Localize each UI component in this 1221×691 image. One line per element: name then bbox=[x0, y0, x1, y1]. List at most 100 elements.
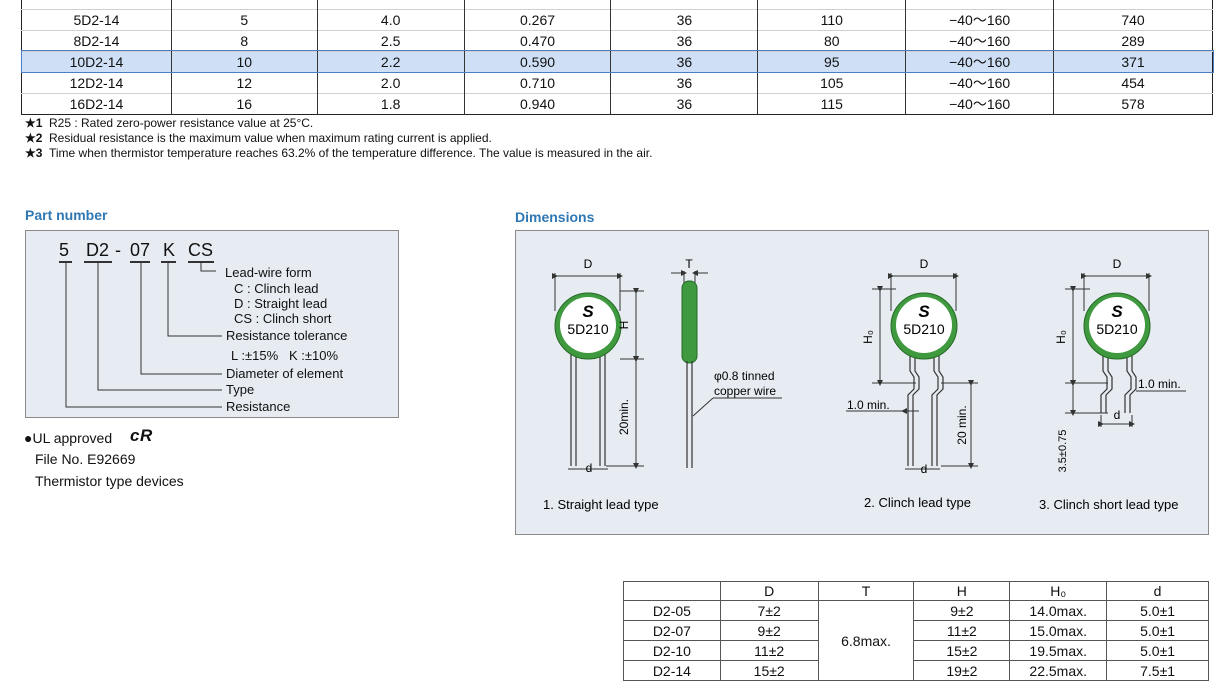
note-text: Residual resistance is the maximum value… bbox=[49, 131, 492, 145]
cell: 16 bbox=[170, 92, 318, 114]
svg-text:R: R bbox=[140, 426, 153, 444]
logo-s-clinch: S bbox=[918, 302, 930, 321]
note-text: Time when thermistor temperature reaches… bbox=[49, 146, 653, 160]
spec-table: 5D2-14 5 4.0 0.267 36 110 −40～160 740 8D… bbox=[20, 0, 1214, 115]
caption-clinch: 2. Clinch lead type bbox=[864, 495, 971, 510]
caption-straight: 1. Straight lead type bbox=[543, 497, 659, 512]
wire-spec-line2: copper wire bbox=[714, 384, 776, 398]
cell: 19±2 bbox=[913, 660, 1011, 681]
label-1min-clinch: 1.0 min. bbox=[847, 398, 890, 412]
cell: 105 bbox=[757, 71, 906, 93]
cell: 10 bbox=[170, 50, 318, 72]
table-row: D2-14 15±2 19±2 22.5max. 7.5±1 bbox=[623, 660, 1209, 681]
cell-part: 12D2-14 bbox=[21, 71, 172, 93]
code-lead-form: CS bbox=[188, 240, 214, 260]
cell-part: 5D2-14 bbox=[21, 8, 172, 30]
dimensions-panel: S 5D210 D H 20min. d 1. Straight lead ty… bbox=[515, 230, 1209, 535]
cell-part: 10D2-14 bbox=[21, 50, 172, 72]
tolerance-label: Resistance tolerance bbox=[226, 328, 348, 343]
table-row-cut bbox=[21, 0, 1213, 9]
dimensions-title: Dimensions bbox=[515, 209, 595, 225]
cell: −40～160 bbox=[905, 29, 1054, 51]
cell: 371 bbox=[1053, 50, 1213, 72]
wire-spec-line1: φ0.8 tinned bbox=[714, 369, 775, 383]
label-20min: 20min. bbox=[617, 399, 631, 435]
table-header-row: D T H H₀ d bbox=[623, 581, 1209, 601]
cell-t-merged: 6.8max. bbox=[817, 600, 915, 681]
cell: 11±2 bbox=[719, 640, 819, 661]
cell-part: 16D2-14 bbox=[21, 92, 172, 114]
table-row: 5D2-14 5 4.0 0.267 36 110 −40～160 740 bbox=[21, 8, 1213, 30]
note-mark: ★1 bbox=[25, 116, 43, 130]
dimensions-drawing: S 5D210 D H 20min. d 1. Straight lead ty… bbox=[543, 257, 1186, 512]
clinch-short-option: CS : Clinch short bbox=[234, 311, 332, 326]
dimensions-table: D T H H₀ d D2-05 7±2 6.8max. 9±2 14.0max… bbox=[623, 581, 1209, 681]
cell-name: D2-14 bbox=[623, 660, 721, 681]
cell: 14.0max. bbox=[1009, 600, 1108, 621]
cell: 7±2 bbox=[719, 600, 819, 621]
code-resistance: 5 bbox=[59, 240, 70, 260]
note-3: ★3 Time when thermistor temperature reach… bbox=[25, 146, 652, 160]
element-marking-clinch: 5D210 bbox=[903, 321, 944, 337]
ul-devices: Thermistor type devices bbox=[35, 473, 184, 489]
clinch-lead-diagram bbox=[846, 273, 978, 470]
cell: 740 bbox=[1053, 8, 1213, 30]
note-mark: ★3 bbox=[25, 146, 43, 160]
label-d-lower-short: d bbox=[1114, 408, 1121, 422]
cell: 5.0±1 bbox=[1106, 600, 1209, 621]
cell: 36 bbox=[610, 92, 758, 114]
cell: 7.5±1 bbox=[1106, 660, 1209, 681]
cell: 36 bbox=[610, 8, 758, 30]
cell: 0.710 bbox=[463, 71, 611, 93]
table-row-selected[interactable]: 10D2-14 10 2.2 0.590 36 95 −40～160 371 bbox=[20, 50, 1214, 73]
cell: 15.0max. bbox=[1009, 620, 1108, 641]
cell: 2.2 bbox=[316, 50, 465, 72]
label-h0-clinch: H₀ bbox=[861, 330, 875, 344]
header-cell: D bbox=[719, 581, 819, 601]
cell: 19.5max. bbox=[1009, 640, 1108, 661]
cell: 0.940 bbox=[463, 92, 611, 114]
ul-file-number: File No. E92669 bbox=[35, 451, 136, 467]
cell: 9±2 bbox=[719, 620, 819, 641]
code-diameter: 07 bbox=[130, 240, 151, 260]
straight-lead-diagram bbox=[552, 273, 644, 470]
part-number-panel: 5 D2 - 07 K CS Lead-wire form C : Clinch… bbox=[25, 230, 399, 418]
cell: 0.267 bbox=[463, 8, 611, 30]
ul-mark-icon: c R bbox=[130, 426, 153, 444]
cell: 36 bbox=[610, 29, 758, 51]
cell: 5.0±1 bbox=[1106, 640, 1209, 661]
header-cell bbox=[623, 581, 721, 601]
cell: 11±2 bbox=[913, 620, 1011, 641]
cell: 2.5 bbox=[316, 29, 465, 51]
cell: 0.590 bbox=[463, 50, 611, 72]
cell: 15±2 bbox=[913, 640, 1011, 661]
label-d-upper: D bbox=[584, 257, 593, 271]
logo-s-short: S bbox=[1111, 302, 1123, 321]
cell-name: D2-05 bbox=[623, 600, 721, 621]
cell: −40～160 bbox=[905, 50, 1054, 72]
cell: 8 bbox=[170, 29, 318, 51]
resistance-label: Resistance bbox=[226, 399, 291, 414]
ul-approved-label: ●UL approved bbox=[24, 430, 113, 446]
table-row: 12D2-14 12 2.0 0.710 36 105 −40～160 454 bbox=[21, 71, 1213, 93]
cell: 5.0±1 bbox=[1106, 620, 1209, 641]
cell-part: 8D2-14 bbox=[21, 29, 172, 51]
part-number-title: Part number bbox=[25, 207, 108, 223]
part-number-leader-lines bbox=[59, 261, 222, 408]
cell: 110 bbox=[757, 8, 906, 30]
label-d-lower: d bbox=[586, 461, 593, 475]
label-1min-short: 1.0 min. bbox=[1138, 377, 1181, 391]
code-dash: - bbox=[115, 240, 121, 260]
cell: 289 bbox=[1053, 29, 1213, 51]
label-t: T bbox=[685, 257, 693, 271]
element-marking-short: 5D210 bbox=[1096, 321, 1137, 337]
table-row: D2-05 7±2 6.8max. 9±2 14.0max. 5.0±1 bbox=[623, 600, 1209, 681]
table-row: D2-10 11±2 15±2 19.5max. 5.0±1 bbox=[623, 640, 1209, 661]
cell-name: D2-10 bbox=[623, 640, 721, 661]
cell: 578 bbox=[1053, 92, 1213, 114]
note-mark: ★2 bbox=[25, 131, 43, 145]
lead-wire-form-label: Lead-wire form bbox=[225, 265, 312, 280]
note-2: ★2 Residual resistance is the maximum val… bbox=[25, 131, 492, 145]
code-tolerance: K bbox=[163, 240, 176, 260]
cell: −40～160 bbox=[905, 8, 1054, 30]
